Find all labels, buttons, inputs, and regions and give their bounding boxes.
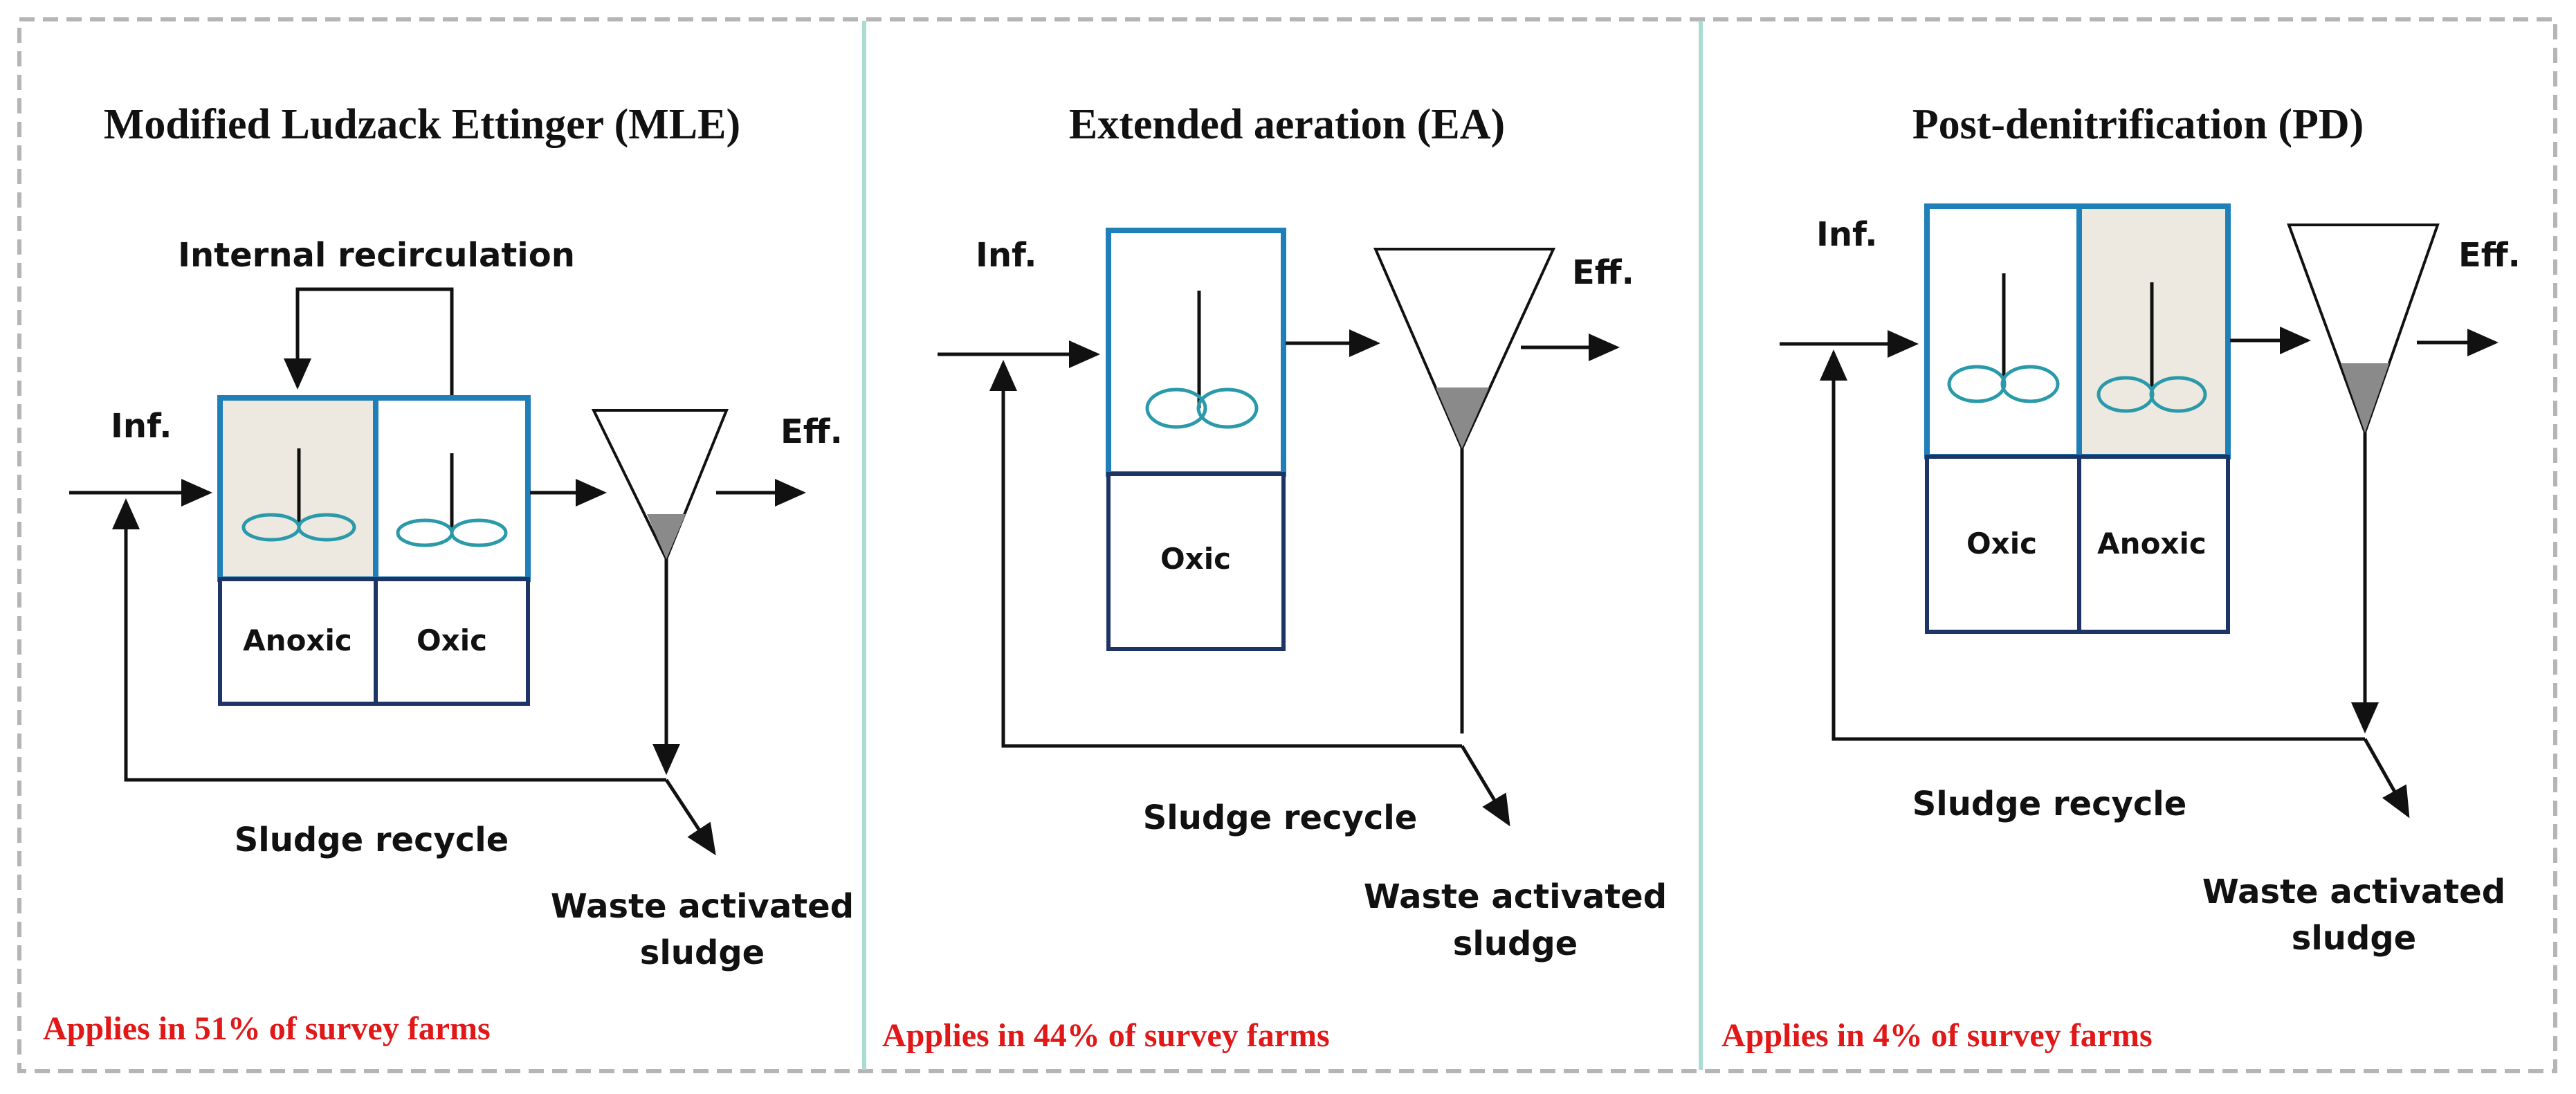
applies-note: Applies in 51% of survey farms: [43, 1010, 491, 1047]
waste-label-line1: Waste activated: [2202, 873, 2505, 911]
waste-sludge-arrow: [664, 778, 716, 856]
sludge-recycle-line: [112, 498, 666, 782]
effluent-label: Eff.: [2458, 236, 2521, 275]
panel-pd: Post-denitrification (PD) Oxic Anoxic In…: [1721, 101, 2521, 1054]
mixer-impeller-icon: [396, 453, 508, 547]
zone-label-oxic: Oxic: [1966, 527, 2037, 560]
settling-tank-icon: [2287, 224, 2440, 437]
sludge-recycle-line: [989, 360, 1462, 748]
mixer-impeller-icon: [1145, 291, 1259, 429]
mixer-impeller-icon: [2097, 282, 2207, 413]
internal-recirculation-label: Internal recirculation: [178, 236, 575, 275]
waste-label-line1: Waste activated: [1364, 877, 1667, 916]
settling-tank-icon: [1373, 248, 1556, 452]
applies-note: Applies in 44% of survey farms: [882, 1017, 1330, 1054]
panel-ea: Extended aeration (EA) Oxic Inf. Eff. Sl…: [882, 101, 1667, 1054]
waste-label-line2: sludge: [1453, 924, 1578, 963]
waste-sludge-arrow: [2363, 738, 2410, 819]
internal-recirculation-line: [284, 287, 454, 398]
influent-label: Inf.: [111, 407, 172, 446]
panel-title: Extended aeration (EA): [1069, 101, 1505, 148]
sludge-recycle-line: [1820, 349, 2365, 741]
waste-label-line1: Waste activated: [551, 887, 854, 926]
settling-tank-icon: [591, 409, 729, 563]
waste-label-line2: sludge: [640, 933, 765, 972]
anoxic-base: [2077, 455, 2230, 634]
sludge-recycle-label: Sludge recycle: [235, 821, 509, 859]
zone-label-anoxic: Anoxic: [2097, 527, 2207, 560]
zone-label-oxic: Oxic: [1160, 542, 1231, 576]
zone-label-oxic: Oxic: [417, 623, 487, 657]
outer-frame: [17, 17, 2557, 1073]
influent-label: Inf.: [976, 236, 1037, 275]
waste-sludge-arrow: [1460, 745, 1510, 827]
sludge-recycle-label: Sludge recycle: [1143, 799, 1418, 837]
effluent-label: Eff.: [780, 412, 843, 451]
panel-mle: Modified Ludzack Ettinger (MLE) Internal…: [43, 101, 854, 1047]
applies-note: Applies in 4% of survey farms: [1721, 1017, 2153, 1054]
sludge-recycle-label: Sludge recycle: [1912, 785, 2187, 823]
panel-title: Post-denitrification (PD): [1912, 101, 2364, 148]
zone-label-anoxic: Anoxic: [243, 623, 352, 657]
mixer-impeller-icon: [241, 448, 356, 542]
influent-label: Inf.: [1816, 215, 1878, 254]
anoxic-base: [218, 577, 378, 706]
waste-label-line2: sludge: [2292, 919, 2416, 958]
panel-title: Modified Ludzack Ettinger (MLE): [104, 101, 740, 148]
oxic-base: [1925, 455, 2081, 634]
oxic-base: [1106, 472, 1286, 651]
oxic-tank: [1106, 228, 1286, 477]
oxic-base: [374, 577, 530, 706]
effluent-label: Eff.: [1572, 253, 1634, 292]
mixer-impeller-icon: [1947, 273, 2060, 403]
